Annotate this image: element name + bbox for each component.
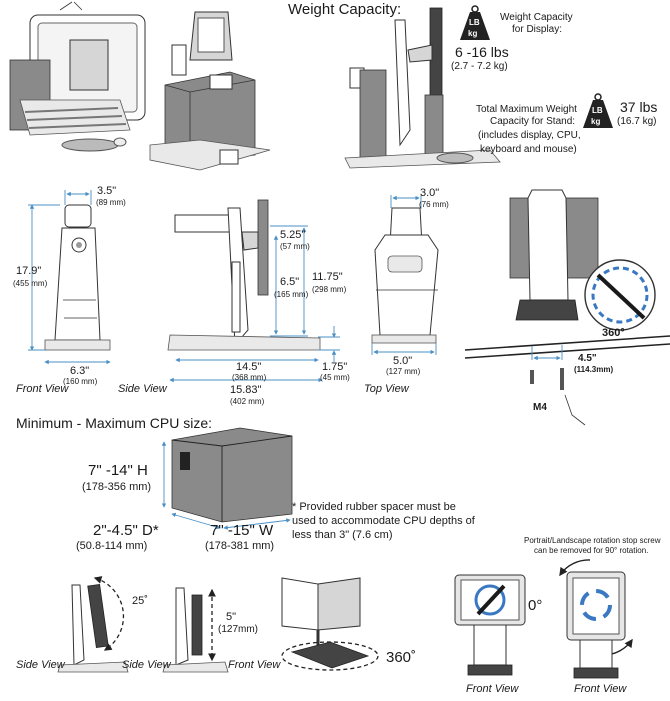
lift-mm: (127mm) [218, 624, 258, 635]
display-capacity-lbs: 6 -16 lbs [455, 44, 509, 60]
illustration-stand-cpu [149, 11, 271, 171]
illustration-monitor-keyboard [9, 1, 146, 152]
front-base-value: 6.3" [70, 365, 89, 377]
mount-screw-label: M4 [533, 402, 547, 413]
lift-view-label: Side View [122, 659, 172, 671]
weight-icon-display: LB kg [460, 5, 490, 40]
cpu-width-value: 7" -15" W [210, 522, 274, 539]
swivel-drawing [281, 577, 379, 671]
front-view-label: Front View [16, 383, 69, 395]
rotation-locked-drawing [454, 574, 526, 676]
side-dim-a-mm: (57 mm) [280, 242, 310, 251]
stand-capacity-lbs: 37 lbs [620, 99, 657, 115]
stand-capacity-label-1: Total Maximum Weight [476, 104, 577, 115]
stand-capacity-label-3: (includes display, CPU, [478, 130, 581, 141]
rotation-locked-view-label: Front View [466, 683, 519, 695]
side-dim-d-mm: (368 mm) [232, 373, 267, 382]
rotation-note-line-2: can be removed for 90° rotation. [534, 546, 648, 555]
top-view-drawing [371, 195, 439, 355]
tilt-angle-value: 25˚ [132, 595, 148, 607]
rotation-zero-value: 0° [528, 597, 542, 614]
cpu-depth-value: 2"-4.5" D* [93, 522, 159, 539]
cpu-depth-mm: (50.8-114 mm) [76, 540, 147, 552]
display-capacity-label-1: Weight Capacity [500, 12, 573, 23]
swivel-view-label: Front View [228, 659, 281, 671]
lift-value: 5" [226, 611, 236, 623]
top-width-value: 3.0" [420, 187, 439, 199]
front-view-drawing [28, 190, 111, 365]
rotation-note-line-1: Portrait/Landscape rotation stop screw [524, 536, 661, 545]
side-dim-b-value: 11.75" [312, 271, 343, 283]
side-dim-e-mm: (45 mm) [320, 373, 350, 382]
side-dim-c-mm: (165 mm) [274, 290, 309, 299]
rotation-free-drawing [559, 559, 633, 679]
cpu-title: Minimum - Maximum CPU size: [16, 415, 212, 431]
display-capacity-label-2: for Display: [512, 24, 562, 35]
illustration-weight-side [344, 7, 501, 169]
front-base-mm: (160 mm) [63, 377, 98, 386]
cpu-box-drawing [161, 427, 293, 530]
top-view-label: Top View [364, 383, 410, 395]
front-width-mm: (89 mm) [96, 198, 126, 207]
weight-icon-stand-lb: LB [592, 106, 603, 115]
lift-drawing [162, 587, 229, 673]
top-base-mm: (127 mm) [386, 367, 421, 376]
rotation-free-view-label: Front View [574, 683, 627, 695]
side-dim-c-value: 6.5" [280, 276, 299, 288]
cpu-width-mm: (178-381 mm) [205, 540, 274, 552]
mount-width-mm: (114.3mm) [574, 365, 613, 374]
side-dim-b-mm: (298 mm) [312, 285, 347, 294]
cpu-note-line-3: less than 3" (7.6 cm) [292, 529, 393, 541]
side-view-label: Side View [118, 383, 168, 395]
side-dim-a-value: 5.25" [280, 229, 305, 241]
stand-capacity-label-4: keyboard and mouse) [480, 144, 577, 155]
tilt-drawing [57, 576, 129, 673]
cpu-note-line-2: used to accommodate CPU depths of [292, 515, 476, 527]
weight-title: Weight Capacity: [288, 1, 401, 18]
side-dim-f-mm: (402 mm) [230, 397, 265, 406]
swivel-angle-value: 360˚ [386, 649, 416, 666]
mount-rotate-value: 360° [602, 327, 625, 339]
weight-icon-lb: LB [469, 18, 480, 27]
stand-capacity-kg: (16.7 kg) [617, 116, 656, 127]
cpu-note-line-1: * Provided rubber spacer must be [292, 501, 456, 513]
cpu-height-mm: (178-356 mm) [82, 481, 151, 493]
top-width-mm: (76 mm) [419, 200, 449, 209]
mount-drawing [464, 189, 670, 426]
cpu-height-value: 7" -14" H [88, 462, 148, 479]
mount-width-value: 4.5" [578, 353, 597, 364]
weight-icon-kg: kg [468, 29, 477, 38]
stand-capacity-label-2: Capacity for Stand: [490, 116, 575, 127]
front-height-value: 17.9" [16, 265, 41, 277]
display-capacity-kg: (2.7 - 7.2 kg) [451, 61, 508, 72]
front-width-value: 3.5" [97, 185, 116, 197]
weight-icon-stand: LB kg [583, 93, 613, 128]
side-dim-d-value: 14.5" [236, 361, 261, 373]
front-height-mm: (455 mm) [13, 279, 48, 288]
side-dim-e-value: 1.75" [322, 361, 347, 373]
side-dim-f-value: 15.83" [230, 384, 262, 396]
tilt-view-label: Side View [16, 659, 66, 671]
top-base-value: 5.0" [393, 355, 412, 367]
weight-icon-stand-kg: kg [591, 117, 600, 126]
side-view-drawing [167, 199, 340, 383]
